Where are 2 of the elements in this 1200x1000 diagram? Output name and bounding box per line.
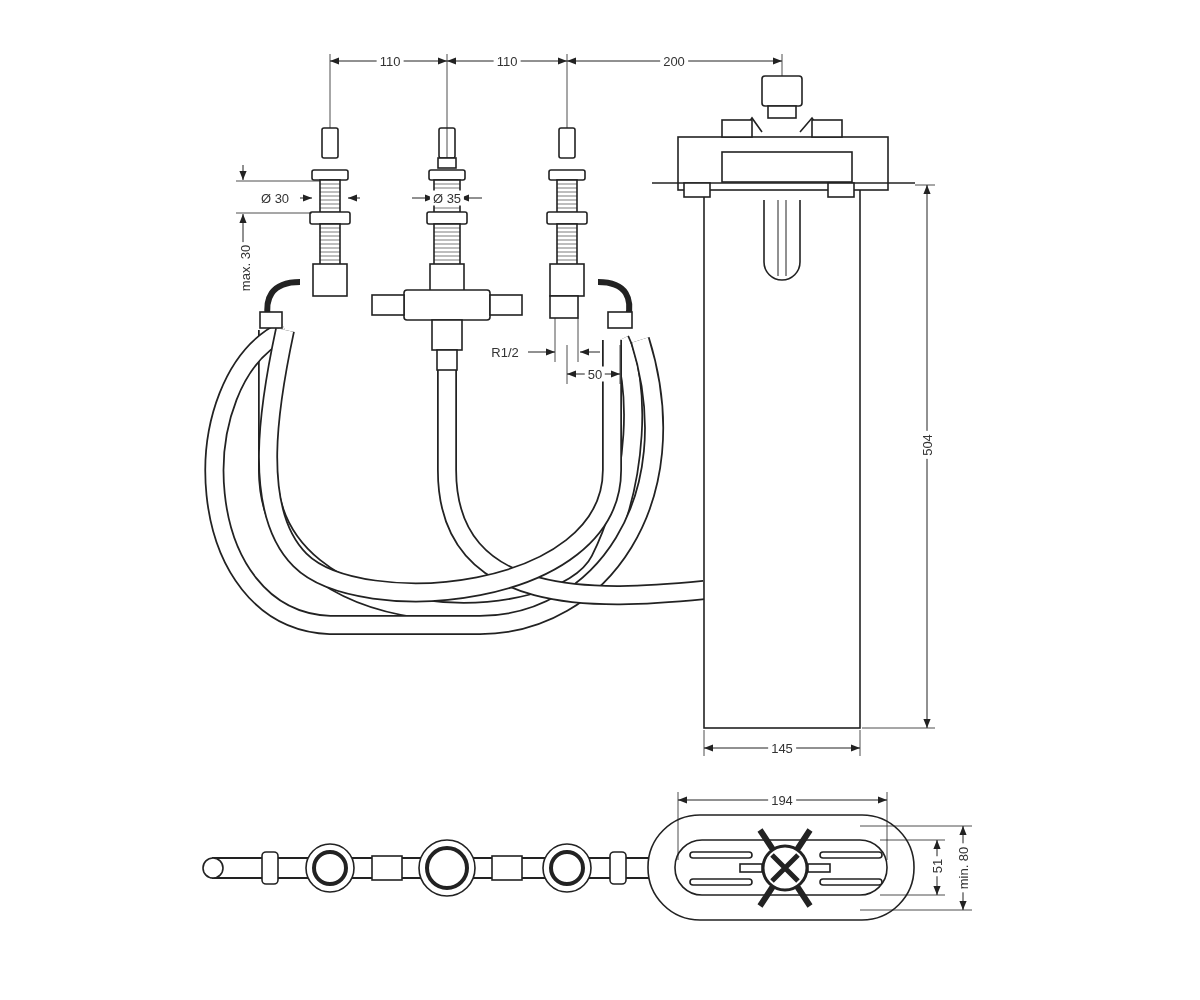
dimension-label: Ø 35 — [429, 190, 465, 206]
dimension-label: 50 — [584, 366, 606, 382]
